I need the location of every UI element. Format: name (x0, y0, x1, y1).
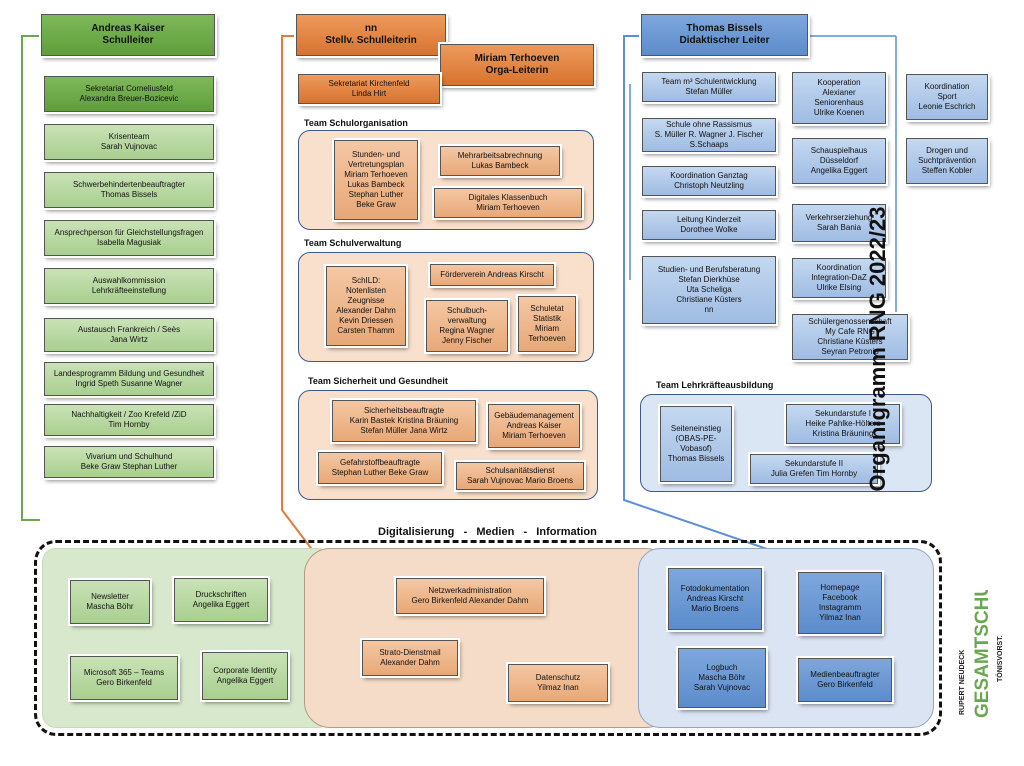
didaktik-role: Didaktischer Leiter (679, 35, 770, 46)
didaktik-box: Thomas Bissels Didaktischer Leiter (639, 12, 810, 58)
didaktik-name: Thomas Bissels (686, 23, 763, 34)
seiteneinstieg-box: Seiteneinstieg(OBAS-PE-Vobasof)Thomas Bi… (658, 404, 734, 484)
team-schulorganisation-label: Team Schulorganisation (304, 118, 408, 128)
digital-dashed-frame (34, 540, 942, 736)
schulleiter-name: Andreas Kaiser (91, 23, 165, 34)
orange-connector (281, 35, 321, 561)
left-item: Ansprechperson für Gleichstellungsfragen… (42, 218, 216, 258)
stellv-box: nn Stellv. Schulleiterin (294, 12, 448, 58)
schulleiter-box: Andreas Kaiser Schulleiter (39, 12, 217, 58)
stellv-name: nn (364, 23, 378, 34)
school-logo: RUPERT NEUDECK GESAMTSCHULE TÖNISVORST. (958, 559, 1018, 720)
team-sicherheit-label: Team Sicherheit und Gesundheit (308, 376, 448, 386)
team-schulverwaltung-label: Team Schulverwaltung (304, 238, 402, 248)
green-connector (21, 35, 41, 521)
foerderverein-box: Förderverein Andreas Kirscht (428, 262, 556, 288)
digital-green-panel (42, 548, 332, 728)
digital-header: Digitalisierung - Medien - Information (378, 526, 597, 538)
logo-line3: TÖNISVORST. (995, 635, 1004, 682)
digital-orange-panel (304, 548, 672, 728)
blue-connector (623, 35, 771, 551)
orga-box: Miriam Terhoeven Orga-Leiterin (438, 42, 596, 88)
stellv-role: Stellv. Schulleiterin (325, 35, 417, 46)
orga-role: Orga-Leiterin (485, 65, 549, 76)
team-lehrkraefte-label: Team Lehrkräfteausbildung (656, 380, 774, 390)
logo-line1: RUPERT NEUDECK (959, 650, 966, 715)
logo-line2: GESAMTSCHULE (972, 590, 993, 718)
page-title: Organigramm RNG 2022/23 (865, 206, 890, 492)
sekretariat-kirchenfeld: Sekretariat Kirchenfeld Linda Hirt (296, 72, 442, 106)
schulleiter-role: Schulleiter (102, 35, 154, 46)
orga-name: Miriam Terhoeven (474, 53, 560, 64)
